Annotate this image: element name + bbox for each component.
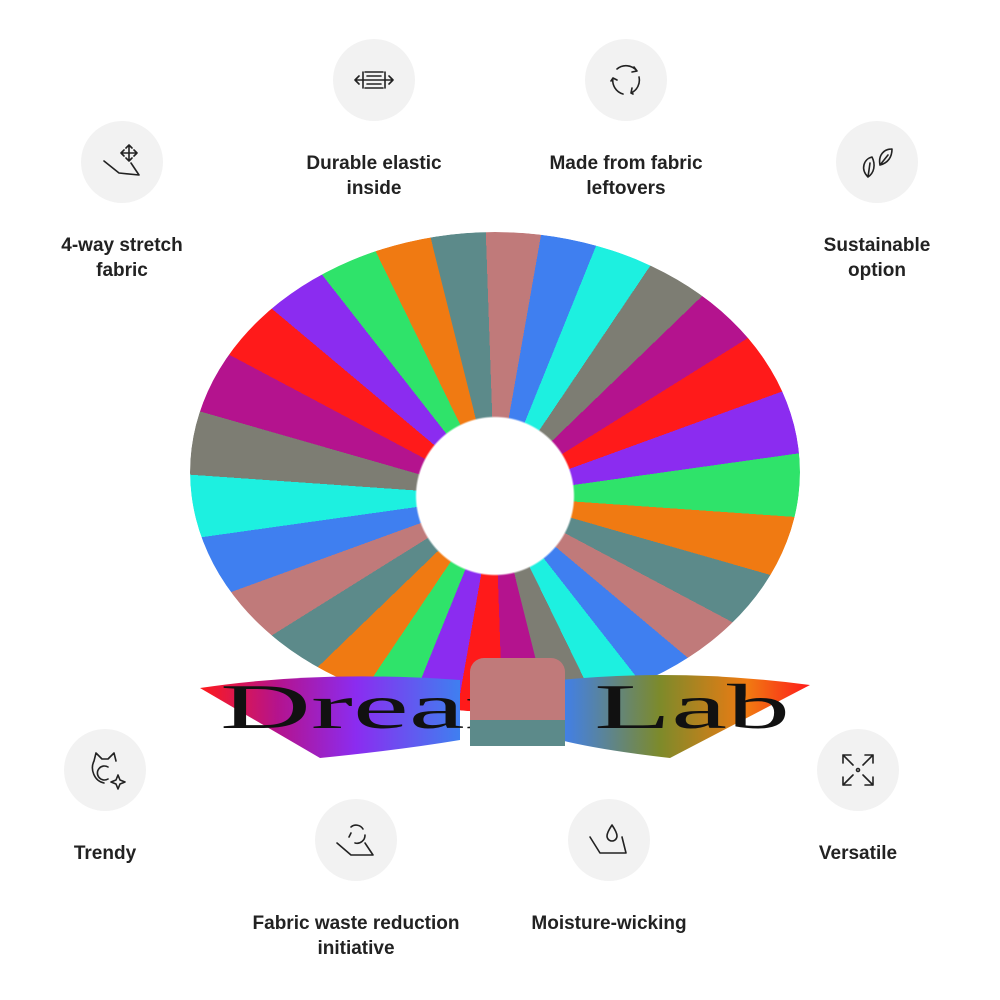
four-way-stretch-icon xyxy=(81,121,163,203)
feature-label: 4-way stretch xyxy=(61,235,183,256)
feature-label: Durable elastic xyxy=(306,153,442,174)
water-drop-fabric-icon xyxy=(568,799,650,881)
elastic-icon xyxy=(333,39,415,121)
recycle-icon xyxy=(585,39,667,121)
feature-label: Made from fabric xyxy=(549,153,703,174)
feature-fabric-leftovers: Made from fabric leftovers xyxy=(506,39,746,201)
feature-label: leftovers xyxy=(586,178,666,199)
feature-trendy: Trendy xyxy=(0,729,225,866)
feature-durable-elastic: Durable elastic inside xyxy=(254,39,494,201)
feature-4-way-stretch: 4-way stretch fabric xyxy=(2,121,242,283)
feature-label: Fabric waste reduction xyxy=(252,913,460,934)
feature-label: Versatile xyxy=(818,843,898,864)
feature-label: Trendy xyxy=(73,843,137,864)
feature-versatile: Versatile xyxy=(738,729,978,866)
leaves-icon xyxy=(836,121,918,203)
feature-sustainable: Sustainable option xyxy=(757,121,997,283)
feature-label: inside xyxy=(346,178,402,199)
scrunchie-bow: Dream Lab xyxy=(200,658,810,758)
bow-knot xyxy=(470,658,565,746)
feature-label: Sustainable xyxy=(823,235,931,256)
fabric-recycle-icon xyxy=(315,799,397,881)
feature-moisture-wicking: Moisture-wicking xyxy=(489,799,729,936)
feature-label: fabric xyxy=(96,260,148,281)
scrunchie-product-image xyxy=(190,232,800,712)
cat-sparkle-icon xyxy=(64,729,146,811)
feature-fabric-waste-reduction: Fabric waste reduction initiative xyxy=(236,799,476,961)
feature-label: option xyxy=(847,260,907,281)
feature-label: initiative xyxy=(317,938,395,959)
feature-label: Moisture-wicking xyxy=(531,913,687,934)
arrows-out-icon xyxy=(817,729,899,811)
